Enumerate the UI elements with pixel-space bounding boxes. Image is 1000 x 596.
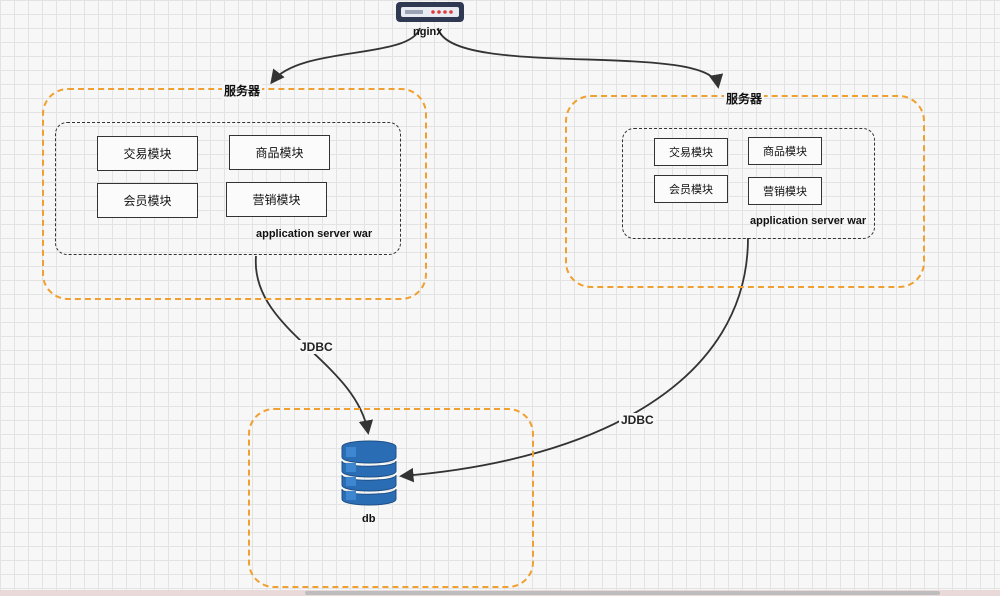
server-title-1: 服务器 (222, 82, 263, 99)
module-marketing-2[interactable]: 营销模块 (748, 177, 822, 205)
module-trade-1[interactable]: 交易模块 (97, 136, 198, 171)
db-region (248, 408, 534, 588)
server-title-2: 服务器 (724, 90, 765, 107)
database-icon (341, 440, 397, 506)
edge-nginx-server2 (437, 27, 724, 89)
module-product-1[interactable]: 商品模块 (229, 135, 330, 170)
module-marketing-1[interactable]: 营销模块 (226, 182, 327, 217)
router-icon (396, 2, 464, 22)
module-member-2[interactable]: 会员模块 (654, 175, 728, 203)
jdbc-label-right: JDBC (619, 413, 656, 427)
module-member-1[interactable]: 会员模块 (97, 183, 198, 218)
nginx-node[interactable]: nginx (393, 0, 469, 44)
war-box-1 (55, 122, 401, 255)
horizontal-scrollbar[interactable] (0, 590, 1000, 596)
scrollbar-thumb[interactable] (305, 591, 940, 595)
jdbc-label-left: JDBC (298, 340, 335, 354)
db-node[interactable]: db (338, 437, 400, 527)
module-trade-2[interactable]: 交易模块 (654, 138, 728, 166)
edge-nginx-server1 (270, 27, 421, 85)
war-label-2: application server war (750, 215, 867, 227)
edge-server2-db (399, 237, 749, 483)
war-box-2 (622, 128, 875, 239)
war-label-1: application server war (256, 228, 373, 240)
module-product-2[interactable]: 商品模块 (748, 137, 822, 165)
nginx-label: nginx (413, 26, 443, 38)
db-label: db (362, 513, 376, 525)
